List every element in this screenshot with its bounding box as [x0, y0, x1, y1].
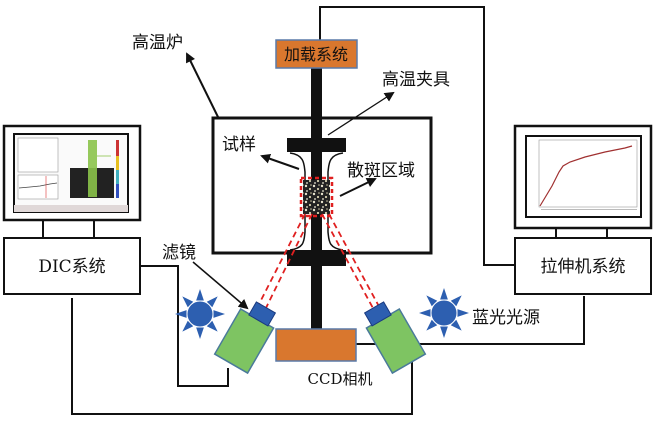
light-ray [206, 320, 218, 332]
loading-system-box [275, 39, 358, 69]
light-ray [196, 327, 204, 339]
dic-monitor [2, 124, 142, 222]
furnace-label: 高温炉 [132, 33, 183, 53]
specimen-arrow [260, 153, 300, 170]
lower-grip [287, 250, 346, 266]
blue-light-source-label: 蓝光光源 [472, 308, 540, 328]
left-camera-lens [248, 301, 277, 327]
light-ray [213, 310, 225, 318]
stress-strain-curve [539, 145, 633, 207]
left-blue-light-icon [175, 289, 225, 339]
speckle-pattern [303, 180, 330, 214]
dic-plot-bottom [17, 174, 59, 200]
stress-strain-plot-area [538, 139, 638, 208]
light-ray [457, 309, 469, 317]
light-ray [419, 309, 431, 317]
dic-system-label: DIC系统 [38, 257, 105, 277]
speckle-region-frame [299, 176, 334, 218]
fixture-arrow [327, 91, 395, 136]
light-core [430, 299, 458, 327]
light-ray [426, 295, 438, 307]
light-ray [450, 319, 462, 331]
light-ray [196, 289, 204, 301]
filter-arrow [192, 261, 249, 310]
speckle-region-label: 散斑区域 [347, 161, 415, 181]
specimen-label: 试样 [222, 135, 256, 155]
light-ray [426, 319, 438, 331]
left-camera [213, 301, 277, 375]
tensile-monitor [513, 124, 653, 230]
line-to-tensile-bottom [418, 296, 585, 345]
line-dic-to-left-camera [140, 265, 229, 387]
right-camera-lens [363, 301, 392, 327]
connection-lines [42, 6, 608, 415]
dic-strain-field [88, 140, 97, 197]
right-camera [363, 301, 427, 375]
right-blue-light-icon [419, 288, 469, 338]
tensile-machine-system-label: 拉伸机系统 [541, 257, 626, 277]
line-loading-to-tensile [319, 6, 514, 266]
camera-beams [255, 213, 383, 313]
light-ray [206, 296, 218, 308]
upper-grip [287, 138, 346, 152]
light-ray [182, 320, 194, 332]
light-ray [175, 310, 187, 318]
dic-plot-top [17, 137, 59, 173]
light-core [186, 300, 214, 328]
ccd-camera-label: CCD相机 [308, 370, 373, 388]
ccd-base-box [275, 328, 357, 362]
light-ray [182, 296, 194, 308]
high-temp-fixture-label: 高温夹具 [382, 70, 450, 90]
light-ray [440, 288, 448, 300]
annotation-arrows [186, 52, 395, 310]
filter-label: 滤镜 [162, 243, 196, 263]
light-ray [450, 295, 462, 307]
speckle-arrow [339, 177, 377, 197]
tensile-machine-system-box [514, 237, 652, 295]
loading-system-label: 加载系统 [284, 45, 348, 64]
furnace-arrow [186, 52, 219, 118]
light-ray [440, 326, 448, 338]
dic-system-box [3, 237, 141, 295]
line-dic-to-right-camera [71, 298, 413, 415]
